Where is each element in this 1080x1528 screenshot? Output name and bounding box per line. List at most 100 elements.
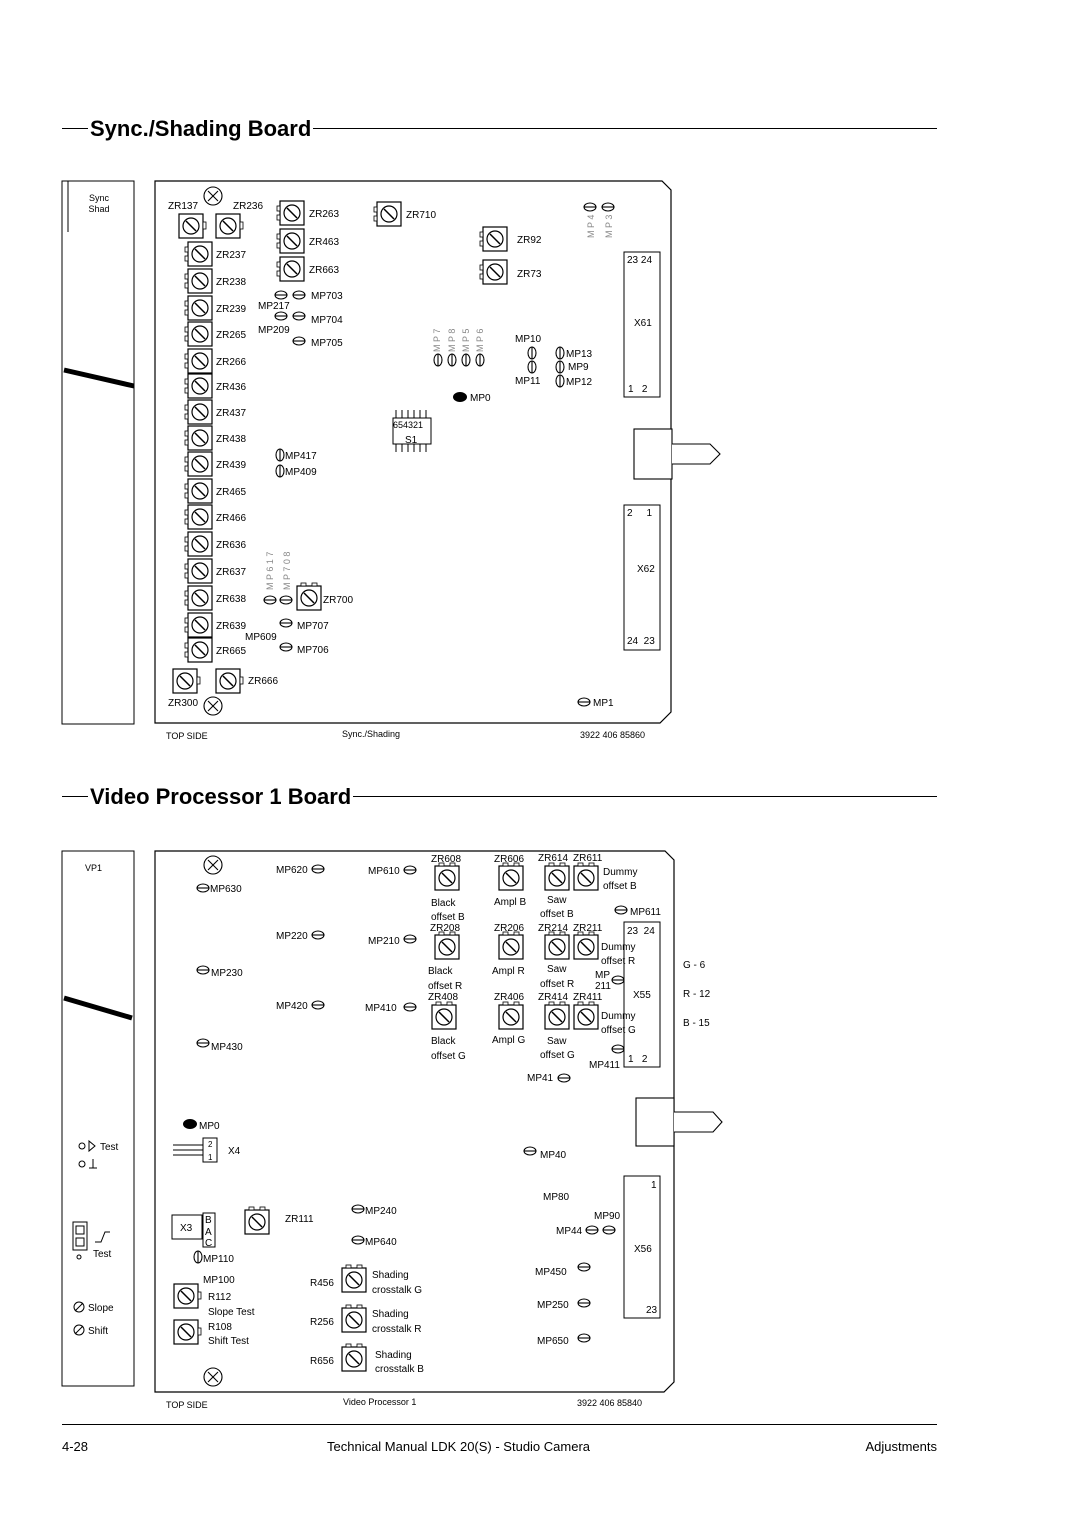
potentiometer-zr406[interactable] — [498, 1001, 524, 1030]
potentiometer-zr239[interactable] — [184, 295, 213, 321]
potentiometer-zr137[interactable] — [178, 213, 207, 239]
test-point[interactable] — [577, 1333, 591, 1343]
potentiometer-zr436[interactable] — [184, 373, 213, 399]
test-point[interactable] — [583, 202, 597, 212]
potentiometer-zr206[interactable] — [498, 931, 524, 960]
potentiometer-zr300[interactable] — [172, 668, 201, 694]
potentiometer-zr611[interactable] — [573, 862, 599, 891]
chapter-name: Adjustments — [865, 1439, 937, 1454]
potentiometer-zr466[interactable] — [184, 504, 213, 530]
test-point[interactable] — [311, 864, 325, 874]
potentiometer-zr608[interactable] — [434, 862, 460, 891]
potentiometer-zr411[interactable] — [573, 1001, 599, 1030]
label-mp411: MP411 — [589, 1060, 620, 1071]
potentiometer-zr214[interactable] — [544, 931, 570, 960]
potentiometer-zr211[interactable] — [573, 931, 599, 960]
test-point[interactable] — [274, 290, 288, 300]
test-point[interactable] — [403, 865, 417, 875]
potentiometer-zr208[interactable] — [434, 931, 460, 960]
test-point[interactable] — [292, 311, 306, 321]
potentiometer-zr663[interactable] — [276, 256, 305, 282]
potentiometer-zr265[interactable] — [184, 321, 213, 347]
test-point[interactable] — [196, 1038, 210, 1048]
potentiometer-zr266[interactable] — [184, 348, 213, 374]
potentiometer-zr637[interactable] — [184, 558, 213, 584]
test-point[interactable] — [527, 360, 537, 374]
potentiometer-zr463[interactable] — [276, 228, 305, 254]
potentiometer-zr437[interactable] — [184, 399, 213, 425]
test-point[interactable] — [611, 975, 625, 985]
test-point[interactable] — [275, 464, 285, 478]
potentiometer-zr665[interactable] — [184, 637, 213, 663]
test-point[interactable] — [351, 1204, 365, 1214]
test-point[interactable] — [311, 1000, 325, 1010]
test-point[interactable] — [263, 595, 277, 605]
potentiometer-zr236[interactable] — [215, 213, 244, 239]
potentiometer-zr439[interactable] — [184, 451, 213, 477]
test-point[interactable] — [461, 353, 471, 367]
test-point[interactable] — [555, 374, 565, 388]
test-point[interactable] — [601, 202, 615, 212]
potentiometer-zr465[interactable] — [184, 478, 213, 504]
test-point[interactable] — [577, 697, 591, 707]
test-point[interactable] — [527, 346, 537, 360]
test-point[interactable] — [447, 353, 457, 367]
potentiometer-zr414[interactable] — [544, 1001, 570, 1030]
potentiometer-zr700[interactable] — [296, 582, 322, 611]
potentiometer-zr263[interactable] — [276, 200, 305, 226]
potentiometer-zr614[interactable] — [544, 862, 570, 891]
test-point[interactable] — [292, 336, 306, 346]
test-point[interactable] — [555, 346, 565, 360]
potentiometer-r256[interactable] — [341, 1304, 367, 1333]
label-dummy-r2: offset R — [601, 956, 635, 967]
test-point[interactable] — [611, 1044, 625, 1054]
test-point-mp0[interactable] — [183, 1119, 197, 1129]
potentiometer-zr238[interactable] — [184, 268, 213, 294]
potentiometer-zr638[interactable] — [184, 585, 213, 611]
test-point[interactable] — [292, 290, 306, 300]
potentiometer-zr408[interactable] — [431, 1001, 457, 1030]
test-point[interactable] — [311, 930, 325, 940]
test-point[interactable] — [193, 1250, 203, 1264]
test-point[interactable] — [279, 618, 293, 628]
potentiometer-zr438[interactable] — [184, 425, 213, 451]
potentiometer-r656[interactable] — [341, 1343, 367, 1372]
test-point[interactable] — [523, 1146, 537, 1156]
test-point[interactable] — [577, 1298, 591, 1308]
potentiometer-zr237[interactable] — [184, 241, 213, 267]
test-point[interactable] — [351, 1235, 365, 1245]
test-point[interactable] — [433, 353, 443, 367]
potentiometer-r456[interactable] — [341, 1264, 367, 1293]
dip-switch-s1[interactable]: 654321 S1 — [392, 410, 432, 452]
potentiometer-r112[interactable] — [173, 1283, 202, 1309]
test-point[interactable] — [274, 311, 288, 321]
potentiometer-zr606[interactable] — [498, 862, 524, 891]
potentiometer-zr710[interactable] — [373, 201, 402, 227]
test-point[interactable] — [275, 448, 285, 462]
test-point[interactable] — [555, 360, 565, 374]
test-point[interactable] — [614, 905, 628, 915]
label-zr637: ZR637 — [216, 567, 246, 578]
potentiometer-r108[interactable] — [173, 1319, 202, 1345]
potentiometer-zr73[interactable] — [479, 259, 508, 285]
test-point[interactable] — [196, 883, 210, 893]
test-point[interactable] — [196, 965, 210, 975]
test-point[interactable] — [279, 642, 293, 652]
test-point[interactable] — [557, 1073, 571, 1083]
test-point[interactable] — [475, 353, 485, 367]
potentiometer-zr92[interactable] — [479, 226, 508, 252]
test-point[interactable] — [403, 934, 417, 944]
test-point[interactable] — [585, 1225, 599, 1235]
label-ampl-r: Ampl R — [492, 966, 525, 977]
potentiometer-zr636[interactable] — [184, 531, 213, 557]
test-point[interactable] — [279, 595, 293, 605]
test-point[interactable] — [403, 1002, 417, 1012]
potentiometer-zr111[interactable] — [244, 1206, 270, 1235]
potentiometer-zr639[interactable] — [184, 612, 213, 638]
label-x62-bot: 24 23 — [627, 636, 655, 647]
test-point[interactable] — [602, 1225, 616, 1235]
board-footer-right: 3922 406 85860 — [580, 730, 645, 740]
test-point[interactable] — [577, 1262, 591, 1272]
test-point-mp0[interactable] — [453, 392, 467, 402]
potentiometer-zr666[interactable] — [215, 668, 244, 694]
